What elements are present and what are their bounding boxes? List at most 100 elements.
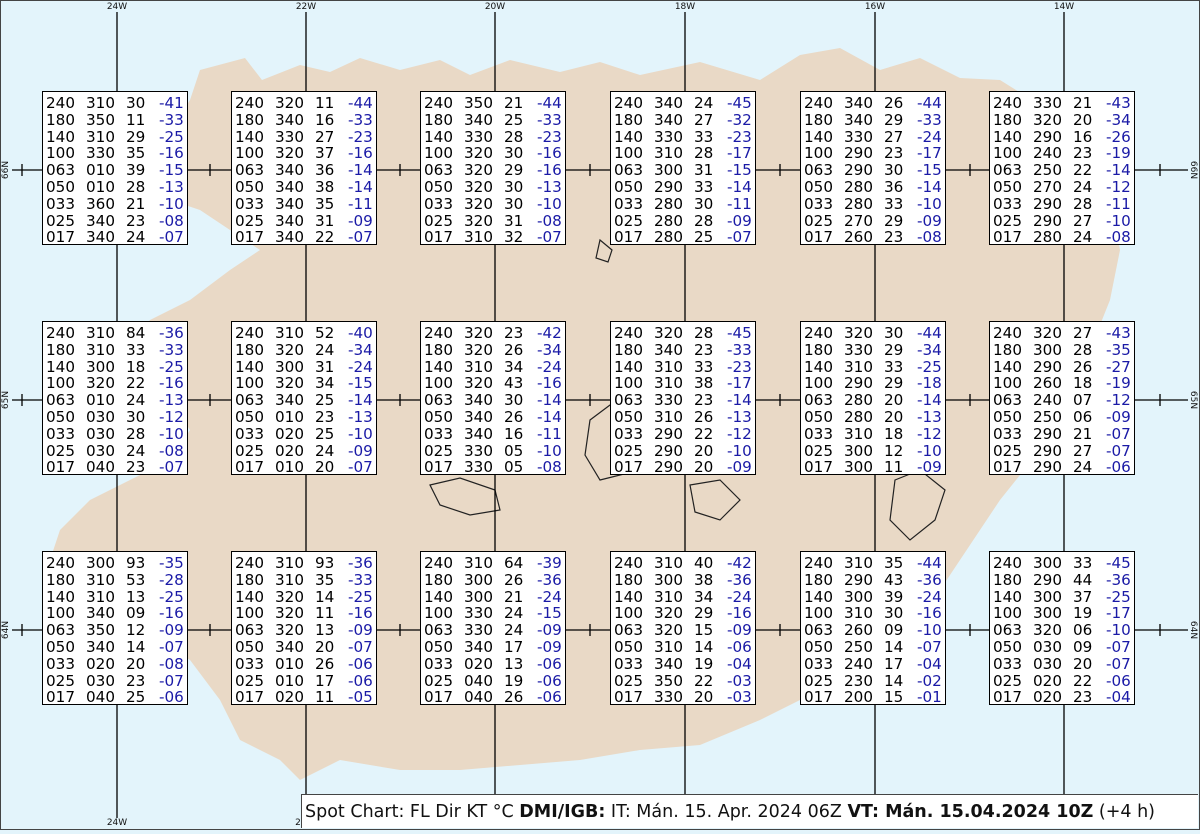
- temperature: -36: [727, 570, 752, 589]
- temperature: -09: [727, 621, 752, 640]
- lon-label-bottom: 2: [295, 818, 301, 828]
- wind-speed: 23: [694, 340, 714, 359]
- temperature: -11: [537, 424, 562, 443]
- wind-direction: 340: [464, 391, 493, 410]
- wind-direction: 330: [844, 127, 873, 146]
- wind-speed: 29: [884, 340, 904, 359]
- flight-level: 063: [235, 391, 264, 410]
- wind-direction: 320: [464, 161, 493, 180]
- flight-level: 100: [993, 144, 1022, 163]
- wind-direction: 300: [464, 570, 493, 589]
- wind-direction: 280: [654, 211, 683, 230]
- wind-direction: 020: [1033, 688, 1062, 707]
- wind-direction: 310: [464, 357, 493, 376]
- temperature: -44: [917, 554, 942, 572]
- wind-direction: 290: [1033, 441, 1062, 460]
- wind-speed: 20: [315, 458, 335, 477]
- wind-direction: 300: [1033, 554, 1062, 572]
- wind-direction: 300: [1033, 587, 1062, 606]
- wind-direction: 310: [844, 424, 873, 443]
- wind-direction: 310: [844, 357, 873, 376]
- wind-speed: 24: [126, 391, 146, 410]
- footer-producer: DMI/IGB:: [519, 802, 606, 822]
- temperature: -23: [727, 127, 752, 146]
- wind-speed: 93: [315, 554, 335, 572]
- wind-direction: 320: [464, 177, 493, 196]
- temperature: -07: [159, 637, 184, 656]
- wind-speed: 26: [504, 570, 524, 589]
- flight-level: 140: [46, 357, 75, 376]
- wind-direction: 010: [275, 671, 304, 690]
- lat-label-right-66n: 66N: [1188, 160, 1198, 180]
- temperature: -10: [917, 621, 942, 640]
- wind-direction: 200: [844, 688, 873, 707]
- wind-speed: 36: [884, 177, 904, 196]
- wind-speed: 26: [694, 407, 714, 426]
- flight-level: 033: [804, 194, 833, 213]
- wind-direction: 340: [86, 637, 115, 656]
- flight-level: 180: [614, 110, 643, 129]
- wind-direction: 340: [275, 637, 304, 656]
- wind-speed: 23: [1073, 688, 1093, 707]
- wind-direction: 320: [275, 374, 304, 393]
- temperature: -39: [537, 554, 562, 572]
- flight-level: 140: [235, 587, 264, 606]
- temperature: -44: [917, 324, 942, 342]
- flight-level: 140: [424, 357, 453, 376]
- flight-level: 050: [235, 177, 264, 196]
- flight-level: 180: [235, 110, 264, 129]
- temperature: -07: [348, 637, 373, 656]
- wind-direction: 310: [464, 228, 493, 247]
- wind-direction: 340: [654, 654, 683, 673]
- flight-level: 025: [46, 211, 75, 230]
- temperature: -23: [348, 127, 373, 146]
- wind-speed: 14: [884, 671, 904, 690]
- wind-direction: 300: [1033, 340, 1062, 359]
- temperature: -07: [1106, 637, 1131, 656]
- temperature: -33: [159, 110, 184, 129]
- wind-speed: 12: [126, 621, 146, 640]
- wind-speed: 37: [315, 144, 335, 163]
- wind-speed: 28: [694, 211, 714, 230]
- temperature: -06: [537, 688, 562, 707]
- wind-speed: 27: [884, 127, 904, 146]
- wind-speed: 19: [504, 671, 524, 690]
- wind-direction: 230: [844, 671, 873, 690]
- flight-level: 050: [46, 407, 75, 426]
- wind-speed: 12: [884, 441, 904, 460]
- temperature: -34: [537, 340, 562, 359]
- wind-speed: 20: [884, 391, 904, 410]
- wind-direction: 340: [275, 391, 304, 410]
- temperature: -13: [159, 391, 184, 410]
- temperature: -04: [917, 654, 942, 673]
- temperature: -09: [1106, 407, 1131, 426]
- wind-direction: 310: [275, 570, 304, 589]
- wind-speed: 13: [126, 587, 146, 606]
- lat-label-left-65n: 65N: [1, 390, 11, 410]
- wind-speed: 13: [315, 621, 335, 640]
- wind-direction: 310: [86, 570, 115, 589]
- flight-level: 025: [804, 211, 833, 230]
- temperature: -44: [917, 94, 942, 112]
- temperature: -45: [1106, 554, 1131, 572]
- lat-label-right-64n: 64N: [1188, 620, 1198, 640]
